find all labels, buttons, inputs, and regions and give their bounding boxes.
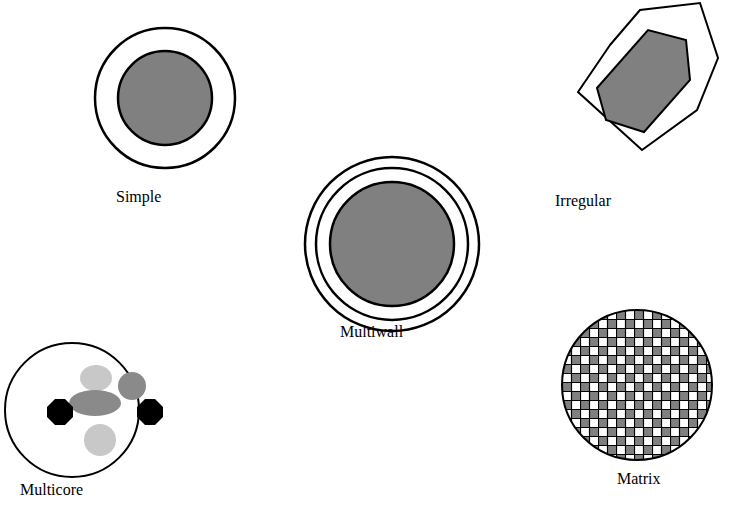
simple-capsule — [95, 28, 235, 168]
outer-wall — [305, 157, 479, 331]
capsule-wall — [95, 28, 235, 168]
core-particle — [84, 424, 116, 456]
capsule-core — [330, 182, 454, 306]
shape-label: Irregular — [555, 192, 611, 210]
multicore-capsule — [5, 343, 163, 477]
matrix-body — [562, 310, 712, 460]
core-particle — [118, 372, 146, 400]
shape-label: Multiwall — [340, 323, 403, 341]
core-particle — [137, 399, 163, 425]
capsule-wall — [578, 3, 718, 150]
matrix-capsule — [562, 310, 712, 460]
multiwall-capsule — [305, 157, 479, 331]
shape-label: Multicore — [20, 481, 83, 499]
capsule-wall — [5, 343, 139, 477]
core-particle — [47, 399, 73, 425]
shape-label: Simple — [116, 188, 161, 206]
inner-wall — [316, 168, 468, 320]
core-particle — [69, 390, 121, 416]
capsule-core — [597, 30, 690, 132]
core-particle — [80, 365, 112, 391]
capsule-core — [118, 51, 212, 145]
irregular-capsule — [578, 3, 718, 150]
shape-label: Matrix — [617, 470, 661, 488]
